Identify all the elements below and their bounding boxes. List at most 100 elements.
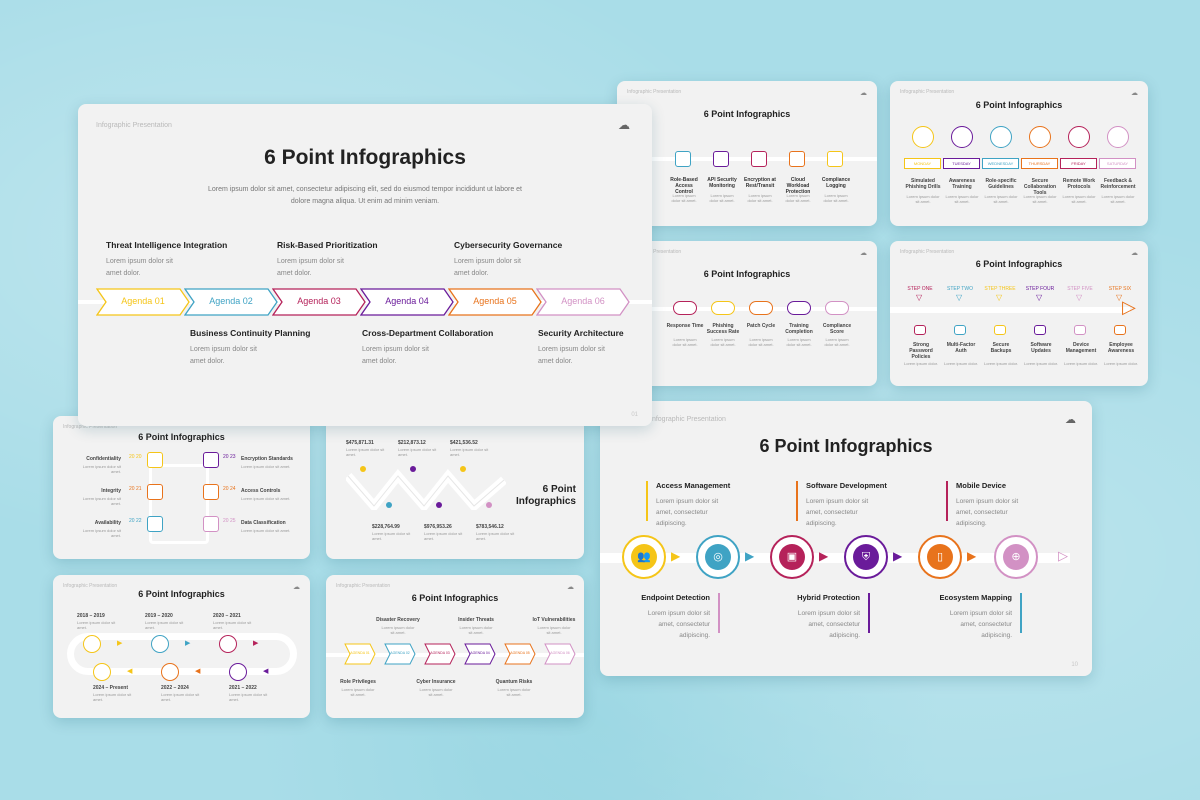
slide-thumbnail-3[interactable]: Infographic Presentation ☁ 6 Point Infog… [617, 241, 877, 386]
slide-header: Infographic Presentation [336, 583, 391, 589]
step-marker: ▽ [916, 293, 923, 302]
slide-title: 6 Point Infographics [975, 259, 1063, 269]
step-label: Secure Backups [990, 342, 1012, 354]
value-top: $475,871.31 [346, 440, 374, 446]
risk-label: Quantum Risks [495, 679, 533, 685]
day-tag: MONDAY [904, 158, 941, 169]
agenda-label: AGENDA 05 [510, 651, 530, 655]
item-marker [946, 481, 948, 521]
step-icon [914, 325, 926, 335]
hex-icon [203, 484, 219, 500]
slide-header: Infographic Presentation [63, 424, 118, 430]
left-year: 20 22 [129, 518, 142, 524]
hex-icon [203, 516, 219, 532]
item-title: Access Management [656, 481, 731, 490]
step-icon [994, 325, 1006, 335]
step-desc: Lorem ipsum dolor sit amet. [671, 193, 697, 203]
step-marker: ▽ [996, 293, 1003, 302]
risk-label: Insider Threats [458, 617, 494, 623]
slide-detail-10[interactable]: Infographic Presentation ☁ 6 Point Infog… [600, 401, 1092, 676]
slide-thumbnail-5[interactable]: Infographic Presentation 6 Point Infogra… [53, 416, 310, 559]
day-label: Remote Work Protocols [1062, 178, 1096, 190]
year-desc: Lorem ipsum dolor sit amet. [145, 620, 184, 630]
left-label: Integrity [101, 488, 121, 494]
shield-icon: ⛨ [853, 544, 879, 570]
cloud-logo-icon: ☁ [567, 584, 574, 591]
milestone-dot [436, 502, 442, 508]
slide-thumbnail-8[interactable]: Infographic Presentation ☁ 6 Point Infog… [326, 575, 584, 718]
step-marker: ▽ [1076, 293, 1083, 302]
slide-title: 6 Point Infographics [703, 109, 791, 119]
node-icon [151, 635, 169, 653]
year-label: 2021 – 2022 [229, 685, 257, 691]
hex-icon [827, 151, 843, 167]
hex-icon [751, 151, 767, 167]
metric-label: Training Completion [785, 323, 813, 335]
slide-thumbnail-2[interactable]: Infographic Presentation ☁ 6 Point Infog… [890, 81, 1148, 226]
year-desc: Lorem ipsum dolor sit amet. [213, 620, 252, 630]
right-year: 20 25 [223, 518, 236, 524]
year-desc: Lorem ipsum dolor sit amet. [93, 692, 132, 702]
connector [149, 464, 209, 544]
day-icon [951, 126, 973, 148]
step-marker: ▽ [956, 293, 963, 302]
slide-main-01[interactable]: Infographic Presentation ☁ 6 Point Infog… [78, 104, 652, 426]
milestone-dot [460, 466, 466, 472]
slide-header: Infographic Presentation [96, 122, 172, 129]
item-title: Hybrid Protection [797, 593, 860, 602]
cloud-logo-icon: ☁ [1131, 250, 1138, 257]
loop-track [67, 633, 297, 675]
metric-desc: Lorem ipsum dolor sit amet. [710, 337, 736, 347]
step-desc: Lorem ipsum dolor. [1104, 361, 1139, 366]
topic-bottom-1: Business Continuity Planning Lorem ipsum… [190, 328, 350, 368]
item-marker [718, 593, 720, 633]
hex-icon [789, 151, 805, 167]
agenda-chevron: AGENDA 06 [544, 643, 576, 665]
day-tag: FRIDAY [1060, 158, 1097, 169]
arrow-right-icon: ▶ [117, 640, 123, 647]
page-number: 01 [631, 412, 638, 418]
step-tag: STEP FOUR [1025, 286, 1055, 292]
agenda-chevron: AGENDA 02 [384, 643, 416, 665]
item-title: Mobile Device [956, 481, 1007, 490]
left-year: 20 20 [129, 454, 142, 460]
mobile-lock-icon: ▯ [927, 544, 953, 570]
pill-icon [825, 301, 849, 315]
milestone-dot [410, 466, 416, 472]
arrow-right-icon: ▶ [967, 549, 977, 563]
track [617, 157, 877, 161]
hex-icon [147, 484, 163, 500]
timeline-node-4: ⛨ [844, 535, 888, 579]
step-label: API Security Monitoring [707, 177, 737, 189]
step-desc: Lorem ipsum dolor sit amet. [709, 193, 735, 203]
right-label: Access Controls [241, 488, 281, 494]
topic-title: Cybersecurity Governance [454, 240, 563, 250]
slide-header: Infographic Presentation [650, 416, 726, 423]
agenda-chevron-5: Agenda 05 [448, 288, 542, 316]
page-number: 10 [1071, 662, 1078, 668]
value-bottom: $783,546.12 [476, 524, 504, 530]
pill-icon [787, 301, 811, 315]
slide-thumbnail-4[interactable]: Infographic Presentation ☁ 6 Point Infog… [890, 241, 1148, 386]
step-icon [1114, 325, 1126, 335]
item-desc: Lorem ipsum dolor sit amet, consectetur … [656, 498, 719, 527]
slide-subtitle: Lorem ipsum dolor sit amet, consectetur … [208, 186, 522, 205]
slide-title: 6 Point Infographics [703, 269, 791, 279]
slide-thumbnail-7[interactable]: Infographic Presentation ☁ 6 Point Infog… [53, 575, 310, 718]
year-desc: Lorem ipsum dolor sit amet. [161, 692, 200, 702]
arrow-left-icon: ◀ [127, 668, 133, 675]
step-tag: STEP TWO [947, 286, 973, 292]
topic-top-2: Risk-Based Prioritization Lorem ipsum do… [277, 240, 437, 280]
cloud-logo-icon: ☁ [618, 118, 630, 132]
arrow-right-icon: ▶ [671, 549, 681, 563]
slide-thumbnail-1[interactable]: Infographic Presentation ☁ 6 Point Infog… [617, 81, 877, 226]
value-bottom: $228,764.99 [372, 524, 400, 530]
item-marker [1020, 593, 1022, 633]
cloud-logo-icon: ☁ [860, 250, 867, 257]
agenda-label: AGENDA 04 [470, 651, 490, 655]
step-label: Compliance Logging [821, 177, 851, 189]
agenda-chevron-4: Agenda 04 [360, 288, 454, 316]
